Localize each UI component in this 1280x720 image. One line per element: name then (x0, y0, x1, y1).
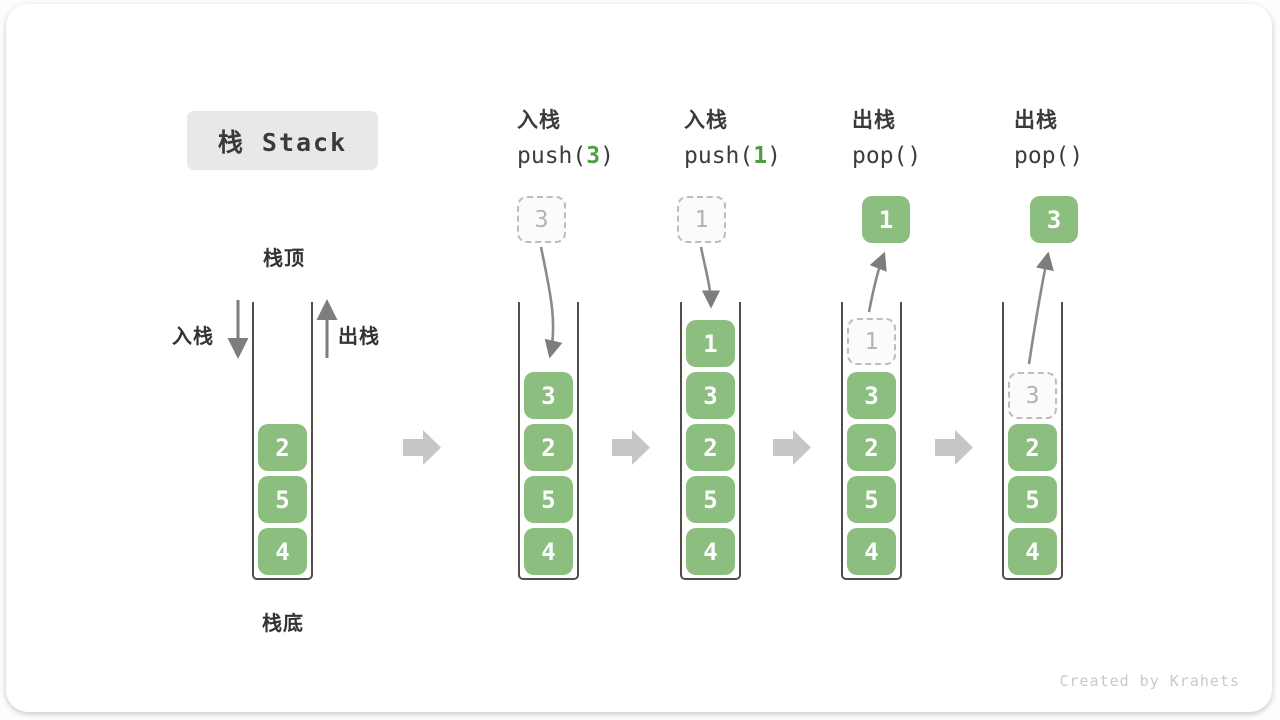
stack-1-block: 4 (258, 528, 307, 575)
op-name: 出栈 (1014, 108, 1058, 132)
stack-4-block: 4 (847, 528, 896, 575)
stack-4-ghost: 1 (847, 318, 896, 365)
stack-2-container (518, 302, 579, 580)
stack-2-block: 2 (524, 424, 573, 471)
item-value: 3 (1046, 205, 1062, 234)
stack-top-label: 栈顶 (263, 246, 305, 270)
stack-5-ghost: 3 (1008, 372, 1057, 419)
flow-arrow-1 (403, 430, 441, 465)
flow-arrow-4 (935, 430, 973, 465)
op-header-push1: 入栈 push(1) (684, 104, 844, 169)
op-code: push(3) (517, 143, 677, 169)
stack-2-block: 5 (524, 476, 573, 523)
code-pre: push( (684, 143, 754, 169)
stack-5-block: 4 (1008, 528, 1057, 575)
title-text: 栈 Stack (217, 127, 348, 157)
flow-arrow-2 (612, 430, 650, 465)
title-badge: 栈 Stack (187, 111, 378, 170)
stack-bottom-label: 栈底 (262, 611, 304, 635)
code-post: ) (907, 143, 922, 169)
popped-item-1: 1 (862, 196, 910, 243)
op-header-pop3: 出栈 pop() (1014, 104, 1174, 169)
code-arg: 1 (753, 143, 768, 169)
stack-5-container (1002, 302, 1063, 580)
op-code: pop() (852, 143, 1012, 169)
stack-4-block: 5 (847, 476, 896, 523)
stack-3-block: 4 (686, 528, 735, 575)
diagram-card: 栈 Stack 入栈 push(3) 入栈 push(1) 出栈 pop() 出… (6, 4, 1272, 712)
stack-3-container (680, 302, 741, 580)
stack-1-container (252, 302, 313, 580)
op-header-pop1: 出栈 pop() (852, 104, 1012, 169)
code-post: ) (600, 143, 614, 169)
code-post: ) (1069, 143, 1084, 169)
stack-3-block: 1 (686, 320, 735, 367)
incoming-item-1: 1 (677, 196, 726, 243)
stack-3-block: 3 (686, 372, 735, 419)
code-pre: pop( (852, 143, 908, 169)
item-value: 3 (534, 206, 549, 233)
push1-arrow (699, 246, 721, 309)
stack-1-block: 5 (258, 476, 307, 523)
popped-item-3: 3 (1030, 196, 1078, 243)
stack-4-block: 2 (847, 424, 896, 471)
op-name: 出栈 (852, 108, 896, 132)
incoming-item-3: 3 (517, 196, 566, 243)
stack-3-block: 2 (686, 424, 735, 471)
code-arg: 3 (586, 143, 601, 169)
pop-side-label: 出栈 (338, 324, 380, 348)
item-value: 1 (694, 206, 709, 233)
stack-4-container (841, 302, 902, 580)
op-name: 入栈 (684, 108, 728, 132)
watermark: Created by Krahets (1059, 672, 1240, 690)
item-value: 1 (878, 205, 894, 234)
flow-arrow-3 (773, 430, 811, 465)
code-pre: push( (517, 143, 587, 169)
code-post: ) (767, 143, 781, 169)
op-code: pop() (1014, 143, 1174, 169)
stack-5-block: 2 (1008, 424, 1057, 471)
stack-4-block: 3 (847, 372, 896, 419)
stack-5-block: 5 (1008, 476, 1057, 523)
push-side-label: 入栈 (172, 324, 214, 348)
stack-3-block: 5 (686, 476, 735, 523)
code-pre: pop( (1014, 143, 1070, 169)
op-code: push(1) (684, 143, 844, 169)
op-header-push3: 入栈 push(3) (517, 104, 677, 169)
stack-1-block: 2 (258, 424, 307, 471)
stack-2-block: 4 (524, 528, 573, 575)
stack-2-block: 3 (524, 372, 573, 419)
op-name: 入栈 (517, 108, 561, 132)
